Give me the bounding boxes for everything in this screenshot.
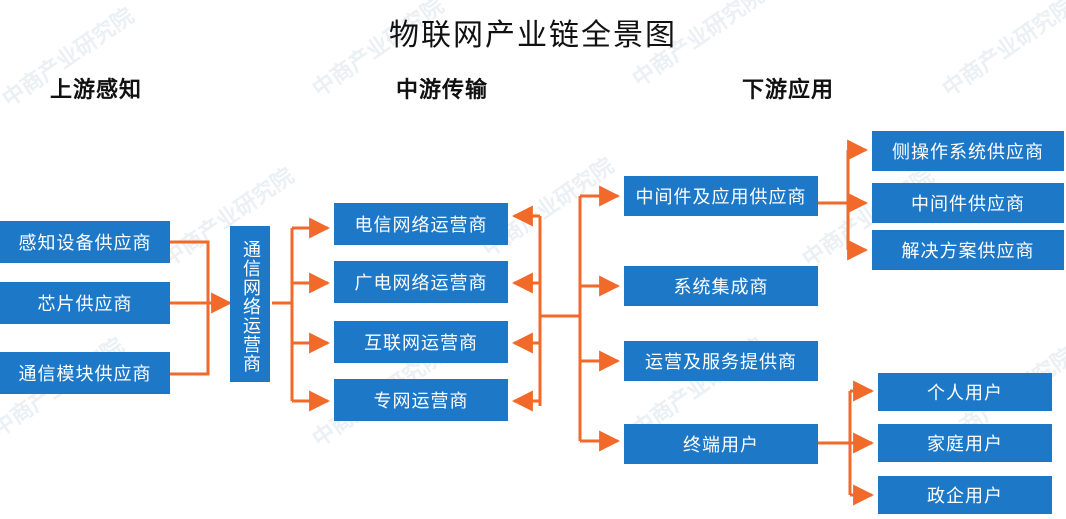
node-chip-suppliers: 芯片供应商 (0, 282, 170, 324)
node-terminal-users: 终端用户 (624, 424, 818, 464)
node-network-operators: 通信网络运营商 (230, 226, 270, 382)
column-head-upstream: 上游感知 (50, 78, 143, 103)
node-system-integrators: 系统集成商 (624, 266, 818, 306)
node-solution-suppliers: 解决方案供应商 (872, 230, 1064, 270)
node-os-suppliers: 侧操作系统供应商 (872, 131, 1064, 171)
node-home-users: 家庭用户 (878, 424, 1052, 462)
node-internet-operators: 互联网运营商 (334, 321, 508, 363)
page-title: 物联网产业链全景图 (389, 18, 677, 53)
column-head-downstream: 下游应用 (742, 78, 835, 103)
node-telecom-operators: 电信网络运营商 (334, 203, 508, 245)
node-sensor-suppliers: 感知设备供应商 (0, 221, 170, 263)
node-private-network-operators: 专网运营商 (334, 379, 508, 421)
node-enterprise-users: 政企用户 (878, 476, 1052, 514)
node-service-providers: 运营及服务提供商 (624, 341, 818, 381)
node-mw-vendors: 中间件供应商 (872, 183, 1064, 223)
link-upstream-1 (170, 240, 210, 376)
column-head-midstream: 中游传输 (396, 78, 489, 103)
node-module-suppliers: 通信模块供应商 (0, 352, 170, 394)
node-personal-users: 个人用户 (878, 373, 1052, 411)
node-broadcast-operators: 广电网络运营商 (334, 261, 508, 303)
node-middleware-suppliers: 中间件及应用供应商 (624, 176, 818, 216)
